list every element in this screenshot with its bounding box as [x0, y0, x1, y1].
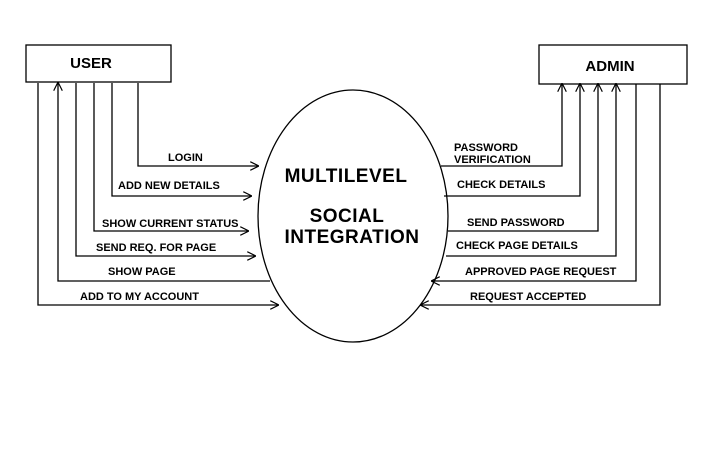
- flow-check-details: [444, 84, 580, 197]
- flow-label-login: LOGIN: [168, 152, 203, 164]
- flow-label-show-page: SHOW PAGE: [108, 266, 176, 278]
- flow-request-accepted: [421, 84, 661, 305]
- user-entity: USER: [25, 44, 172, 83]
- flow-label-password: PASSWORD: [454, 142, 518, 154]
- flow-label-approved-page-request: APPROVED PAGE REQUEST: [465, 266, 617, 278]
- process-node: MULTILEVEL SOCIAL INTEGRATION: [257, 89, 449, 343]
- flow-send-req-for-page: [75, 83, 255, 256]
- process-title-line3: INTEGRATION: [285, 227, 420, 248]
- flow-label-show-current-status: SHOW CURRENT STATUS: [102, 218, 238, 230]
- admin-flows: PASSWORD VERIFICATION CHECK DETAILS SEND…: [421, 84, 661, 305]
- flow-label-request-accepted: REQUEST ACCEPTED: [470, 291, 586, 303]
- flow-label-add-new-details: ADD NEW DETAILS: [118, 180, 220, 192]
- flow-add-new-details: [111, 83, 251, 196]
- flow-show-current-status: [93, 83, 248, 231]
- flow-approved-page-request: [432, 84, 637, 281]
- admin-entity: ADMIN: [538, 44, 688, 85]
- flow-label-check-page-details: CHECK PAGE DETAILS: [456, 240, 578, 252]
- flow-login: [137, 83, 258, 166]
- flow-show-page: [58, 83, 270, 282]
- admin-label: ADMIN: [585, 58, 634, 75]
- admin-box: [538, 44, 688, 85]
- flow-label-add-to-my-account: ADD TO MY ACCOUNT: [80, 291, 199, 303]
- process-title-line2: SOCIAL: [310, 206, 385, 227]
- flow-send-password: [448, 84, 598, 232]
- flow-password-verification: [441, 84, 562, 167]
- flow-add-to-my-account: [37, 83, 278, 305]
- user-box: [25, 44, 172, 83]
- process-ellipse: [257, 89, 449, 343]
- flow-label-verification: VERIFICATION: [454, 154, 531, 166]
- user-flows: LOGIN ADD NEW DETAILS SHOW CURRENT STATU…: [37, 83, 278, 305]
- flow-label-send-password: SEND PASSWORD: [467, 217, 565, 229]
- flow-label-send-req-for-page: SEND REQ. FOR PAGE: [96, 242, 216, 254]
- flow-check-page-details: [446, 84, 616, 257]
- flow-label-check-details: CHECK DETAILS: [457, 179, 545, 191]
- process-title-line1: MULTILEVEL: [285, 166, 408, 187]
- user-label: USER: [70, 55, 112, 72]
